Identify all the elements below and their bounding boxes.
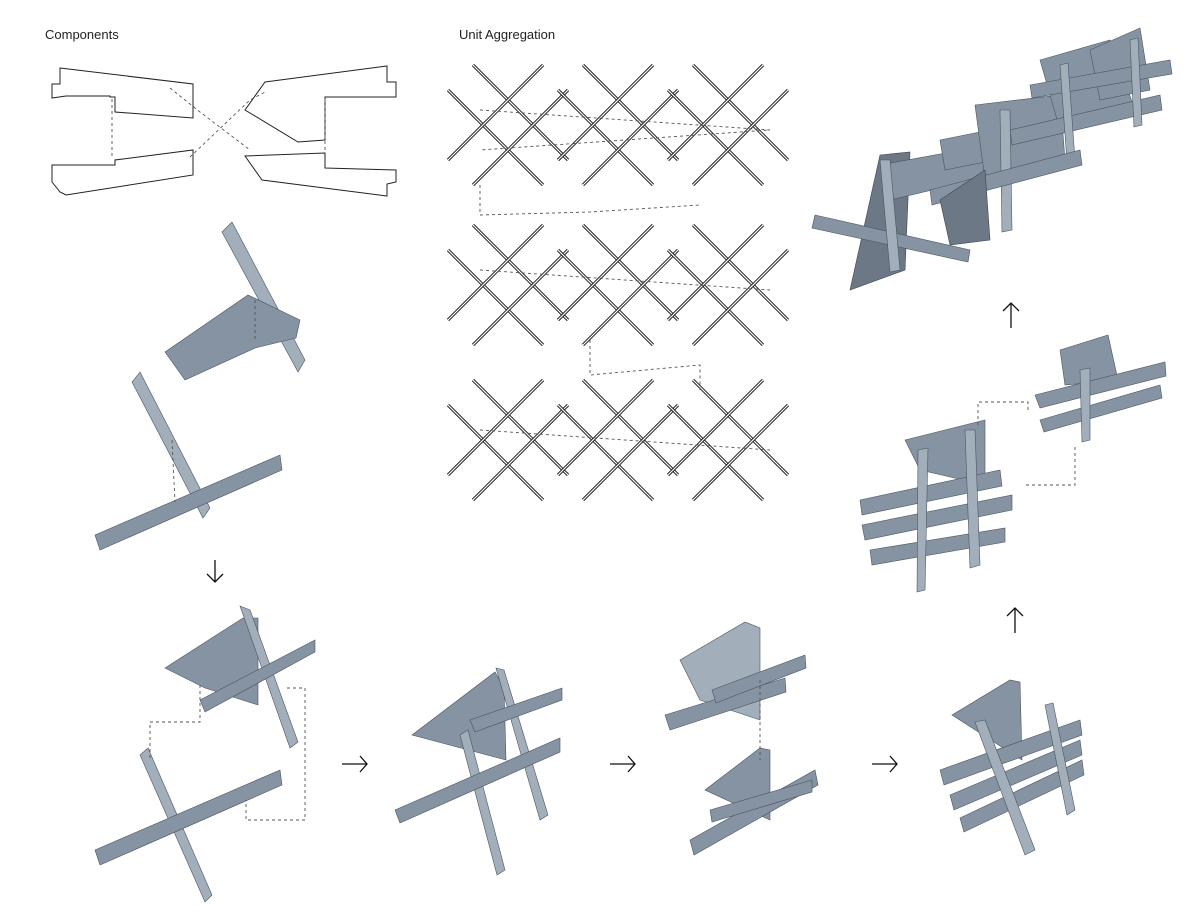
up-arrow-1 <box>1006 607 1024 633</box>
component-piece-top-right <box>244 65 397 143</box>
aggregation-x-motif <box>556 223 680 347</box>
aggregation-x-motif <box>666 378 790 502</box>
aggregation-stroke <box>557 89 654 186</box>
assembly-step-5 <box>939 679 1085 856</box>
aggregation-stroke <box>557 404 654 501</box>
aggregation-stroke <box>447 224 544 321</box>
aggregation-x-motif <box>666 63 790 187</box>
aggregation-stroke <box>582 404 679 501</box>
aggregation-dash-links <box>479 109 771 451</box>
aggregation-x-motif <box>556 63 680 187</box>
aggregation-stroke <box>692 224 789 321</box>
assembly-step-1 <box>94 221 306 551</box>
aggregation-stroke <box>447 379 544 476</box>
aggregation-stroke <box>472 379 569 476</box>
components-title: Components <box>45 27 119 42</box>
unit-aggregation-title: Unit Aggregation <box>459 27 556 42</box>
aggregation-stroke <box>692 379 789 476</box>
aggregation-stroke <box>472 89 569 186</box>
component-piece-bottom-right <box>244 152 397 197</box>
assembly-step-4 <box>664 621 819 856</box>
aggregation-stroke <box>447 64 544 161</box>
aggregation-stroke <box>557 249 654 346</box>
aggregation-stroke <box>557 379 654 476</box>
aggregation-stroke <box>582 249 679 346</box>
aggregation-x-motif <box>446 63 570 187</box>
aggregation-x-motif <box>556 378 680 502</box>
aggregation-stroke <box>472 249 569 346</box>
right-arrow-2 <box>610 755 636 773</box>
down-arrow <box>206 560 224 583</box>
plate-tall-b <box>131 371 211 519</box>
aggregation-stroke <box>692 249 789 346</box>
aggregation-stroke <box>447 89 544 186</box>
component-link-dash-3 <box>169 87 251 151</box>
aggregation-stroke <box>557 64 654 161</box>
aggregation-stroke <box>692 404 789 501</box>
assembly-step-2 <box>94 605 316 903</box>
plate-long-a <box>94 454 283 551</box>
aggregation-stroke <box>557 224 654 321</box>
aggregation-stroke <box>667 64 764 161</box>
aggregation-stroke <box>582 379 679 476</box>
aggregation-stroke <box>667 249 764 346</box>
component-piece-top-left <box>51 67 194 119</box>
aggregation-stroke <box>667 89 764 186</box>
aggregation-stroke <box>582 89 679 186</box>
aggregation-stroke <box>582 224 679 321</box>
aggregation-stroke <box>447 404 544 501</box>
aggregation-x-motif <box>446 378 570 502</box>
aggregation-x-motif <box>446 223 570 347</box>
aggregation-stroke <box>667 224 764 321</box>
component-piece-bottom-left <box>51 149 194 196</box>
right-arrow-1 <box>342 755 368 773</box>
aggregation-stroke <box>472 404 569 501</box>
aggregated-structure <box>811 27 1173 291</box>
aggregation-grid <box>446 63 790 502</box>
aggregation-stroke <box>472 224 569 321</box>
aggregation-stroke <box>582 64 679 161</box>
aggregation-stroke <box>447 249 544 346</box>
component-link-dash-4 <box>189 91 266 158</box>
assembly-step-6 <box>859 334 1167 593</box>
aggregation-stroke <box>667 379 764 476</box>
aggregation-stroke <box>692 64 789 161</box>
plate-trapezoid-a <box>164 294 301 381</box>
component-outlines <box>51 65 397 197</box>
right-arrow-3 <box>872 755 898 773</box>
up-arrow-2 <box>1002 302 1020 328</box>
aggregation-x-motif <box>666 223 790 347</box>
aggregation-stroke <box>667 404 764 501</box>
aggregation-stroke <box>472 64 569 161</box>
aggregation-stroke <box>692 89 789 186</box>
assembly-step-3 <box>394 667 563 876</box>
